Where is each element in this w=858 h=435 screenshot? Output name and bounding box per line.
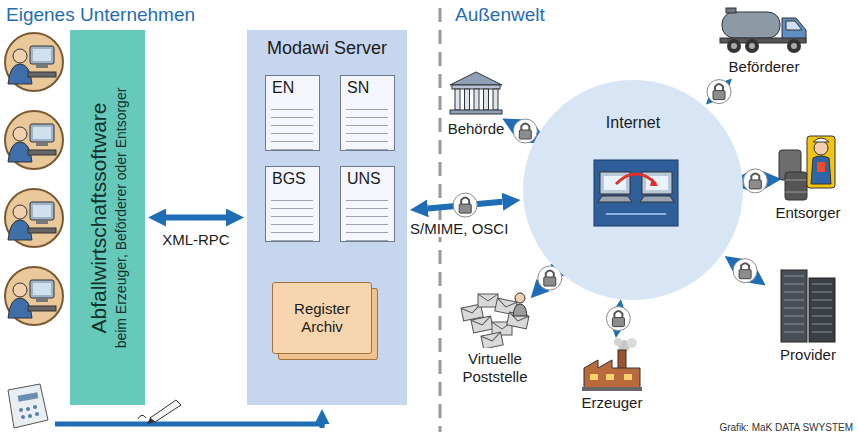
padlock-icon [707, 80, 731, 104]
provider-icon [777, 268, 839, 344]
node-text: EN [272, 79, 313, 97]
server-box: Modawi ServerEN SN BGS UNS Register Archiv [247, 30, 407, 405]
edge-label: S/MIME, OSCI [408, 220, 510, 237]
document-box: BGS [265, 166, 320, 242]
user-icons [5, 33, 63, 325]
node-text: Modawi Server [247, 30, 407, 59]
internet-circle: Internet [523, 80, 743, 300]
disposer-icon [777, 132, 839, 202]
archive-folder: Register Archiv [272, 282, 372, 354]
provider-node: Provider [768, 268, 848, 364]
node-subtext: beim Erzeuger, Beförderer oder Entsorger [112, 35, 130, 400]
card-reader [8, 384, 48, 428]
node-text: Virtuelle Poststelle [444, 350, 546, 386]
document-box: UNS [340, 166, 395, 242]
authority-icon [447, 70, 505, 118]
edge-label: XML-RPC [160, 231, 232, 248]
factory-icon [580, 338, 644, 392]
truck-icon [718, 4, 810, 56]
connector-arrow [166, 215, 226, 221]
mailroom-icon [458, 286, 532, 348]
node-text: Beförderer [729, 58, 800, 76]
authority-node: Behörde [438, 70, 514, 138]
node-text: UNS [347, 170, 388, 188]
padlock-icon [453, 193, 477, 217]
caption: Grafik: MaK DATA SWYSTEM [719, 422, 853, 433]
node-text: Internet [523, 114, 743, 132]
document-box: SN [340, 75, 395, 151]
node-text: Erzeuger [582, 394, 643, 412]
padlock-icon [513, 119, 537, 143]
document-box: EN [265, 75, 320, 151]
node-text: Behörde [448, 120, 505, 138]
region-label: Außenwelt [455, 4, 545, 26]
padlock-icon [743, 169, 767, 193]
software-band: Abfallwirtschaftssoftwarebeim Erzeuger, … [70, 30, 145, 405]
node-text: Entsorger [775, 204, 840, 222]
node-text: Provider [780, 346, 836, 364]
node-text: SN [347, 79, 388, 97]
padlock-icon [606, 307, 630, 331]
node-text: Abfallwirtschaftssoftware [86, 35, 112, 400]
mailroom-node: Virtuelle Poststelle [444, 286, 546, 386]
band-text: Abfallwirtschaftssoftwarebeim Erzeuger, … [86, 35, 130, 400]
node-text: Register Archiv [281, 300, 363, 336]
producer-node: Erzeuger [572, 338, 652, 412]
region-label: Eigenes Unternehmen [6, 4, 195, 26]
network-icon [592, 158, 680, 228]
signature-line [55, 422, 322, 427]
padlock-icon [733, 259, 757, 283]
node-text: BGS [272, 170, 313, 188]
carrier-node: Beförderer [712, 4, 816, 76]
disposer-node: Entsorger [768, 132, 848, 222]
signature-arrow [320, 424, 325, 426]
